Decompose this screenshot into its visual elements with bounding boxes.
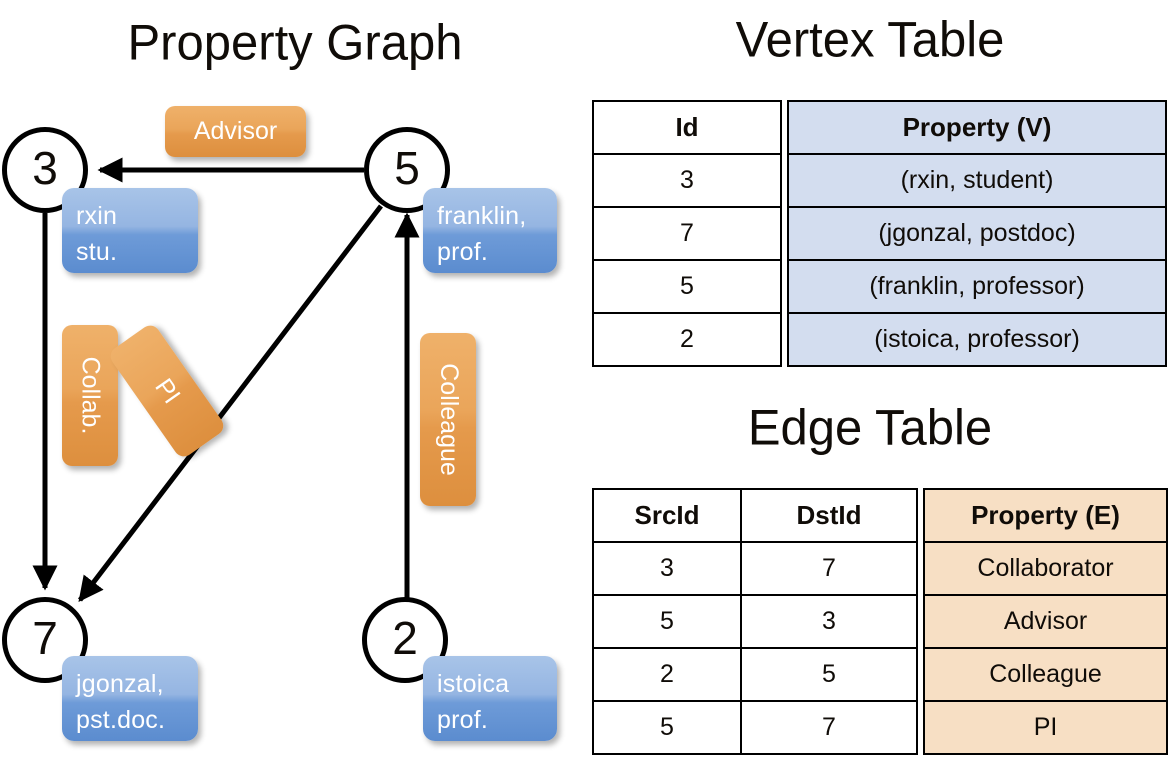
edge-table: SrcId 3 5 2 5 DstId 7 3 5 7 Property (E)… [592,488,1168,755]
node-2-prop-line1: istoica [437,670,510,698]
graph-node-2-label: 2 [392,612,418,664]
edge-table-row: Collaborator [923,541,1168,596]
vertex-table-header-property: Property (V) [787,100,1167,155]
edge-table-col-property: Property (E) Collaborator Advisor Collea… [923,488,1168,755]
vertex-table-col-property: Property (V) (rxin, student) (jgonzal, p… [787,100,1167,367]
vertex-table-row: 5 [592,259,782,314]
edge-table-row: Advisor [923,594,1168,649]
node-5-prop-line2: prof. [437,238,489,267]
edge-table-row: Colleague [923,647,1168,702]
edge-5-to-7 [78,204,383,602]
vertex-table: Id 3 7 5 2 Property (V) (rxin, student) … [592,100,1167,367]
edge-label-advisor-text: Advisor [193,117,278,145]
graph-node-7-property-box[interactable]: jgonzal, pst.doc. [62,656,198,741]
edge-table-col-srcid: SrcId 3 5 2 5 [592,488,742,755]
edge-label-pi-text: PI [149,373,186,409]
edge-label-collab[interactable]: Collab. [62,325,118,466]
graph-node-2[interactable]: 2 [362,597,448,683]
node-7-prop-line1: jgonzal, [76,670,164,698]
graph-node-5-property-box[interactable]: franklin, prof. [423,188,557,273]
edge-table-header-dstid: DstId [740,488,918,543]
edge-table-row: 3 [740,594,918,649]
node-2-prop-line2: prof. [437,706,489,735]
page-title-property-graph: Property Graph [127,15,463,71]
vertex-table-row: (istoica, professor) [787,312,1167,367]
node-7-prop-line2: pst.doc. [76,706,166,735]
node-3-prop-line2: stu. [76,238,118,267]
graph-node-2-property-box[interactable]: istoica prof. [423,656,557,741]
vertex-table-col-id: Id 3 7 5 2 [592,100,782,367]
graph-node-3-label: 3 [32,142,58,194]
edge-label-advisor[interactable]: Advisor [165,106,306,157]
graph-node-5[interactable]: 5 [364,127,450,213]
edge-table-row: 3 [592,541,742,596]
edge-table-row: 5 [592,700,742,755]
graph-node-5-label: 5 [394,142,420,194]
edge-table-header-property: Property (E) [923,488,1168,543]
edge-table-row: 5 [740,647,918,702]
vertex-table-row: (jgonzal, postdoc) [787,206,1167,261]
page-title-vertex-table: Vertex Table [735,12,1005,68]
graph-node-7-label: 7 [32,612,58,664]
node-3-prop-line1: rxin [76,202,118,230]
edge-table-row: 5 [592,594,742,649]
graph-node-3-property-box[interactable]: rxin stu. [62,188,198,273]
vertex-table-header-id: Id [592,100,782,155]
edge-label-colleague[interactable]: Colleague [420,333,476,506]
edge-table-row: PI [923,700,1168,755]
edge-label-colleague-text: Colleague [434,363,463,476]
edge-table-row: 2 [592,647,742,702]
vertex-table-row: (rxin, student) [787,153,1167,208]
vertex-table-row: 3 [592,153,782,208]
vertex-table-row: 7 [592,206,782,261]
edge-table-row: 7 [740,541,918,596]
edge-table-row: 7 [740,700,918,755]
node-5-prop-line1: franklin, [437,202,527,230]
vertex-table-row: (franklin, professor) [787,259,1167,314]
edge-table-header-srcid: SrcId [592,488,742,543]
vertex-table-row: 2 [592,312,782,367]
graph-edges-svg [32,157,420,602]
edge-label-collab-text: Collab. [76,356,105,435]
page-title-edge-table: Edge Table [747,400,993,456]
property-graph-diagram: 3 5 7 2 rxin stu. franklin, prof. jgonza… [2,106,557,741]
edge-table-col-dstid: DstId 7 3 5 7 [740,488,918,755]
